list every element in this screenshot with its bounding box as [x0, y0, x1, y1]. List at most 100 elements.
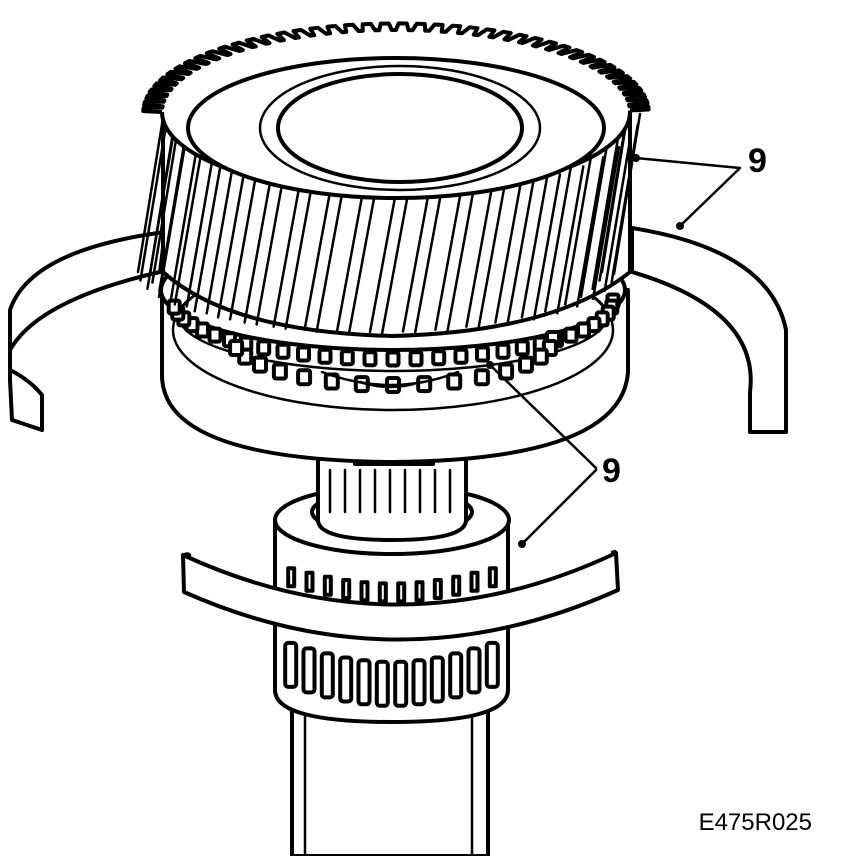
gear-tooth-edge — [284, 185, 313, 330]
lower-split-ring — [181, 549, 620, 642]
gear-tooth — [591, 133, 620, 291]
bearing-roller-upper — [432, 578, 443, 600]
bearing-roller — [393, 659, 409, 708]
gear-tooth — [243, 178, 272, 324]
bearing-roller — [301, 646, 317, 695]
callout-label-middle: 9 — [602, 452, 621, 490]
bearing-roller — [338, 655, 354, 704]
gear-tooth-edge — [612, 112, 642, 276]
gear-tooth — [136, 110, 166, 274]
synchro-tooth — [453, 347, 469, 365]
synchro-tooth — [252, 355, 268, 374]
callout-label-top: 9 — [748, 142, 767, 180]
gear-tooth — [139, 122, 168, 282]
gear-tooth-edge — [185, 156, 215, 308]
bearing-roller — [484, 640, 500, 689]
gear-tooth — [579, 143, 609, 299]
gear-tooth — [216, 171, 246, 319]
gear-tooth-edge — [255, 180, 284, 326]
bearing-roller — [374, 659, 390, 708]
gear-tooth-edge — [228, 173, 258, 321]
synchro-tooth — [362, 350, 378, 368]
bearing-roller — [466, 646, 482, 695]
gear-tooth-edge — [205, 165, 234, 315]
gear-tooth-edge — [347, 191, 377, 335]
bearing-roller-upper — [359, 580, 370, 603]
synchro-tooth — [416, 375, 433, 394]
synchro-tooth — [498, 362, 515, 381]
gear-tooth — [434, 187, 463, 331]
bearing-roller — [448, 651, 464, 700]
synchro-tooth — [296, 368, 313, 387]
gear-tooth — [401, 189, 431, 333]
gear-tooth — [520, 171, 550, 319]
gear-tooth-edge — [506, 180, 535, 326]
synchro-tooth — [514, 339, 530, 357]
bearing-roller-upper — [286, 566, 297, 589]
synchro-tooth — [256, 339, 272, 357]
bearing-roller-upper — [414, 580, 425, 603]
gear-tooth — [465, 183, 494, 328]
leader-lines — [486, 154, 742, 548]
gear-tooth-edge — [169, 145, 199, 301]
gear-tooth-edge — [591, 145, 621, 301]
synchro-tooth — [339, 349, 355, 367]
synchro-tooth — [296, 345, 311, 363]
gear-tooth — [544, 163, 573, 313]
bearing-roller-upper — [451, 574, 462, 597]
gear-tooth-edge — [575, 156, 605, 308]
synchro-tooth — [228, 339, 245, 357]
synchro-tooth — [532, 347, 549, 366]
synchro-tooth — [563, 326, 579, 344]
gear-tooth — [303, 187, 332, 331]
bearing-roller — [283, 640, 299, 689]
bearing-roller-upper — [487, 566, 498, 589]
synchro-tooth — [446, 372, 463, 391]
gear-tooth — [146, 133, 175, 291]
synchro-tooth — [473, 368, 490, 387]
bearing-roller-upper — [341, 578, 352, 600]
synchro-tooth — [576, 321, 591, 339]
gear-tooth-edge — [446, 189, 475, 333]
synchro-tooth — [408, 350, 424, 368]
synchro-tooth — [475, 345, 490, 363]
bearing-roller-upper — [377, 581, 388, 604]
gear-tooth — [173, 154, 203, 306]
gear-tooth — [563, 154, 593, 306]
gear-tooth — [157, 143, 187, 299]
bearing-roller-upper — [469, 570, 480, 593]
bearing-roller — [356, 658, 372, 707]
gear-tooth — [368, 190, 398, 334]
gear-tooth-edge — [603, 135, 632, 293]
synchro-tooth — [518, 355, 534, 374]
gear-tooth — [335, 189, 365, 333]
synchro-tooth — [317, 347, 333, 365]
gear-tooth-edge — [151, 124, 180, 284]
bearing-roller — [411, 658, 427, 707]
gear-tooth — [193, 163, 222, 313]
bearing-roller-upper — [322, 574, 333, 597]
bearing-roller — [429, 655, 445, 704]
figure-id: E475R025 — [699, 809, 812, 836]
synchro-tooth — [271, 362, 288, 381]
synchro-tooth — [275, 342, 291, 360]
synchro-tooth — [385, 350, 401, 368]
gear-tooth-edge — [380, 192, 410, 336]
gear-tooth — [272, 183, 301, 328]
gear-tooth-edge — [532, 173, 562, 321]
bearing-rollers — [283, 566, 500, 708]
gear-front-teeth — [136, 110, 642, 336]
synchro-tooth — [207, 326, 223, 344]
gear-tooth — [600, 110, 630, 274]
synchro-tooth — [495, 342, 511, 360]
gear-tooth — [494, 178, 523, 324]
gear-tooth-edge — [315, 189, 344, 333]
bearing-roller-upper — [304, 570, 315, 593]
gear-tooth-edge — [556, 165, 585, 315]
outer-snap-ring — [8, 226, 788, 434]
helical-gear — [136, 21, 651, 338]
gear-tooth-edge — [477, 185, 506, 330]
synchro-tooth — [431, 349, 447, 367]
gear-tooth-edge — [413, 191, 443, 335]
